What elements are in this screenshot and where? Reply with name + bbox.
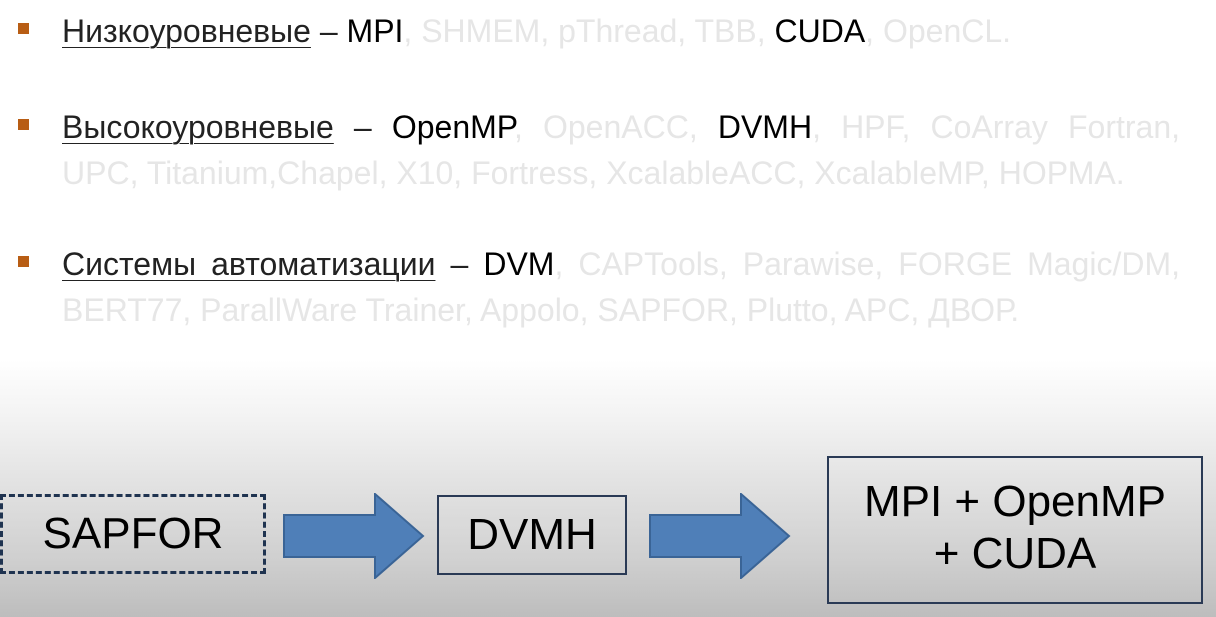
tech-dvm: DVM	[483, 246, 555, 282]
tech-list-faint: , OpenCL.	[865, 13, 1012, 49]
category-automation: Системы автоматизации	[62, 246, 436, 282]
category-low-level: Низкоуровневые	[62, 13, 311, 49]
tech-list-faint: , CAPTools, Parawise, FORGE Magic/DM, BE…	[62, 246, 1181, 328]
tech-list-faint: , HPF, CoArray Fortran, UPC, Titanium,Ch…	[62, 109, 1181, 191]
target-label-line1: MPI + OpenMP	[863, 477, 1166, 526]
tech-mpi: MPI	[346, 13, 404, 49]
separator: –	[435, 246, 484, 282]
sapfor-label: SAPFOR	[42, 509, 224, 558]
dvmh-box: DVMH	[437, 495, 627, 575]
separator: –	[310, 13, 347, 49]
target-box: MPI + OpenMP + CUDA	[827, 456, 1203, 604]
tech-list-faint: , SHMEM, pThread, TBB,	[403, 13, 775, 49]
arrow-right-icon	[283, 493, 425, 579]
bullet-automation: Системы автоматизации – DVM, CAPTools, P…	[18, 241, 1181, 333]
bullet-marker	[18, 256, 29, 267]
tech-openmp: OpenMP	[391, 109, 514, 145]
dvmh-label: DVMH	[467, 510, 597, 559]
bullet-low-level: Низкоуровневые – MPI, SHMEM, pThread, TB…	[18, 8, 1180, 54]
bullet-marker	[18, 23, 29, 34]
category-high-level: Высокоуровневые	[62, 109, 334, 145]
separator: –	[333, 109, 392, 145]
tech-cuda: CUDA	[774, 13, 866, 49]
bullet-marker	[18, 119, 29, 130]
tech-dvmh: DVMH	[717, 109, 813, 145]
bullet-high-level: Высокоуровневые – OpenMP, OpenACC, DVMH,…	[18, 104, 1181, 196]
sapfor-box: SAPFOR	[0, 494, 266, 574]
target-label-line2: + CUDA	[933, 529, 1097, 578]
tech-list-faint: , OpenACC,	[513, 109, 718, 145]
arrow-right-icon	[649, 493, 791, 579]
